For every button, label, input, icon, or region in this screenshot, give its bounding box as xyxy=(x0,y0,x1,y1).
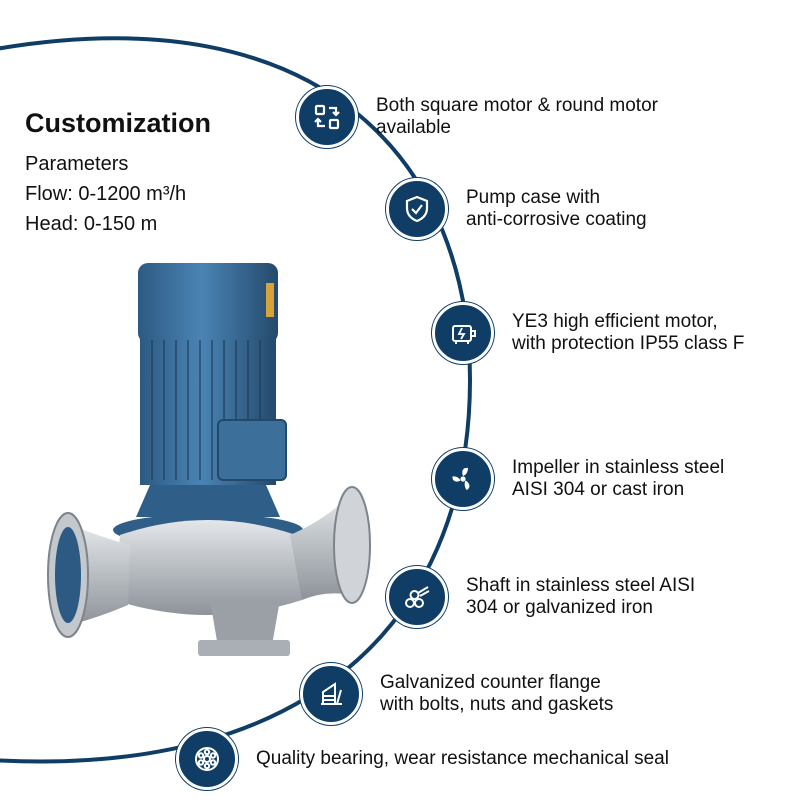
feature-text: Galvanized counter flange with bolts, nu… xyxy=(380,672,614,715)
bearing-icon xyxy=(176,728,238,790)
feature-item: Shaft in stainless steel AISI 304 or gal… xyxy=(386,566,695,628)
customization-title: Customization xyxy=(25,108,211,138)
flow-parameter: Flow: 0-1200 m³/h xyxy=(25,183,187,205)
flange-icon xyxy=(300,663,362,725)
feature-text: Both square motor & round motor availabl… xyxy=(376,95,658,138)
feature-text: Quality bearing, wear resistance mechani… xyxy=(256,748,669,769)
feature-text: Impeller in stainless steel AISI 304 or … xyxy=(512,457,725,500)
customization-info: Customization Parameters Flow: 0-1200 m³… xyxy=(25,108,211,239)
feature-item: Both square motor & round motor availabl… xyxy=(296,86,658,148)
pump-image xyxy=(47,263,371,656)
swap-arrows-icon xyxy=(296,86,358,148)
feature-item: YE3 high efficient motor, with protectio… xyxy=(432,302,744,364)
parameters-label: Parameters xyxy=(25,153,129,175)
motor-icon xyxy=(432,302,494,364)
feature-item: Quality bearing, wear resistance mechani… xyxy=(176,728,669,790)
shaft-icon xyxy=(386,566,448,628)
feature-text: Shaft in stainless steel AISI 304 or gal… xyxy=(466,575,696,618)
feature-text: Pump case with anti-corrosive coating xyxy=(466,187,647,230)
shield-check-icon xyxy=(386,178,448,240)
head-parameter: Head: 0-150 m xyxy=(25,213,158,235)
feature-item: Pump case with anti-corrosive coating xyxy=(386,178,647,240)
feature-text: YE3 high efficient motor, with protectio… xyxy=(512,311,745,354)
feature-item: Impeller in stainless steel AISI 304 or … xyxy=(432,448,724,510)
feature-item: Galvanized counter flange with bolts, nu… xyxy=(300,663,613,725)
fan-impeller-icon xyxy=(432,448,494,510)
